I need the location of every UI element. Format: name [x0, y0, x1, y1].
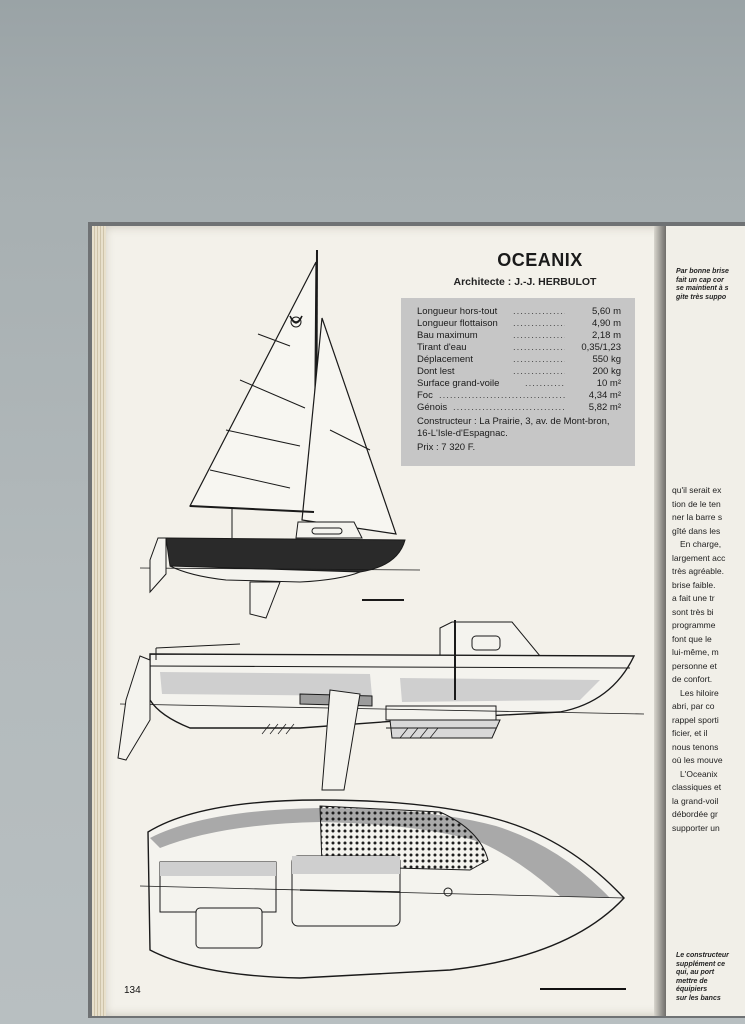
spec-label: Surface grand-voile	[417, 378, 500, 389]
caption-line: gite très suppo	[676, 293, 727, 301]
text-line: qu'il serait ex	[672, 485, 722, 495]
dot-leader: ........................................…	[453, 402, 565, 413]
caption-line: supplément ce	[676, 960, 726, 968]
spec-value: 5,60 m	[591, 306, 621, 317]
spec-row: Dont lest ..............................…	[417, 366, 621, 378]
spec-row: Bau maximum ............................…	[417, 330, 621, 342]
spec-label: Dont lest	[417, 366, 455, 377]
caption-line: se maintient à s	[676, 285, 729, 292]
spec-value: 0,35/1,23	[581, 342, 621, 353]
text-line: rappel sporti	[672, 714, 719, 725]
caption-line: fait un cap cor	[676, 276, 724, 284]
top-caption: Par bonne brise fait un cap cor se maint…	[676, 268, 729, 302]
text-line: très agréable.	[672, 566, 724, 576]
spec-row: Tirant d'eau ...........................…	[417, 342, 621, 354]
page-edge	[92, 226, 106, 1016]
price: Prix : 7 320 F.	[417, 442, 476, 453]
dot-leader: ..............................	[513, 318, 565, 329]
text-line: a fait une tr	[672, 593, 715, 603]
text-line: personne et	[672, 660, 717, 671]
spec-value: 10 m²	[596, 378, 621, 389]
spec-row: Longueur hors-tout .....................…	[417, 306, 621, 318]
text-line: L'Oceanix	[680, 768, 718, 779]
text-line: ner la barre s	[672, 512, 723, 522]
page-title: OCEANIX	[497, 250, 583, 270]
text-line: où les mouve	[672, 755, 723, 765]
dot-leader: ..............................	[513, 306, 565, 317]
dot-leader: ..............................	[525, 378, 565, 389]
dot-leader: ........................................…	[439, 390, 565, 401]
spec-row: Génois .................................…	[417, 402, 621, 414]
spec-label: Foc	[417, 390, 433, 401]
text-line: ficier, et il	[672, 728, 708, 738]
spec-row: Foc ....................................…	[417, 390, 621, 402]
dot-leader: ..............................	[513, 354, 565, 365]
spec-label: Longueur hors-tout	[417, 306, 498, 317]
text-line: débordée gr	[672, 809, 718, 819]
spec-label: Longueur flottaison	[417, 318, 498, 329]
sail-plan-drawing	[139, 249, 421, 619]
text-line: Les hiloire	[680, 687, 719, 698]
bottom-caption: Le constructeur supplément ce qui, au po…	[676, 952, 729, 1003]
dot-leader: ..............................	[513, 330, 565, 341]
text-line: largement acc	[672, 552, 726, 563]
text-line: font que le	[672, 633, 712, 644]
book-gutter	[654, 226, 668, 1016]
spec-value: 4,34 m²	[588, 390, 621, 401]
text-line: programme	[672, 620, 716, 630]
body-text-column: qu'il serait ex tion de le ten ner la ba…	[672, 484, 725, 835]
text-line: brise faible.	[672, 579, 716, 590]
text-line: En charge,	[680, 539, 722, 549]
spec-label: Déplacement	[417, 354, 473, 365]
scale-bar	[540, 988, 626, 990]
spec-label: Génois	[417, 402, 448, 413]
spec-value: 200 kg	[592, 366, 621, 377]
spec-row: Surface grand-voile ....................…	[417, 378, 621, 390]
caption-line: Le constructeur	[676, 952, 729, 959]
spec-label: Bau maximum	[417, 330, 478, 341]
page-number: 134	[124, 985, 141, 996]
spec-value: 4,90 m	[591, 318, 621, 329]
architect-credit: Architecte : J.-J. HERBULOT	[453, 276, 597, 288]
spec-value: 2,18 m	[591, 330, 621, 341]
spec-row: Longueur flottaison ....................…	[417, 318, 621, 330]
right-page	[666, 226, 745, 1016]
specifications-box: Longueur hors-tout .....................…	[401, 298, 635, 466]
text-line: sont très bi	[672, 606, 714, 617]
spec-label: Tirant d'eau	[417, 342, 467, 353]
text-line: supporter un	[672, 822, 720, 833]
text-line: tion de le ten	[672, 498, 721, 509]
dot-leader: ..............................	[513, 366, 565, 377]
caption-line: Par bonne brise	[676, 268, 729, 275]
spec-row: Déplacement ............................…	[417, 354, 621, 366]
profile-drawing	[117, 620, 645, 791]
text-line: de confort.	[672, 674, 713, 684]
caption-line: mettre de	[676, 977, 708, 985]
spec-value: 5,82 m²	[588, 402, 621, 413]
caption-line: qui, au port	[676, 969, 715, 976]
text-line: abri, par co	[672, 701, 715, 711]
text-line: lui-même, m	[672, 647, 719, 657]
caption-line: sur les bancs	[676, 994, 721, 1002]
caption-line: équipiers	[676, 986, 708, 993]
text-line: nous tenons	[672, 741, 719, 752]
text-line: la grand-voil	[672, 795, 719, 806]
deck-plan-drawing	[139, 799, 625, 979]
constructor-info: Constructeur : La Prairie, 3, av. de Mon…	[417, 416, 610, 439]
spec-value: 550 kg	[592, 354, 621, 365]
text-line: gîté dans les	[672, 525, 721, 536]
dot-leader: ..............................	[513, 342, 565, 353]
text-line: classiques et	[672, 782, 722, 792]
